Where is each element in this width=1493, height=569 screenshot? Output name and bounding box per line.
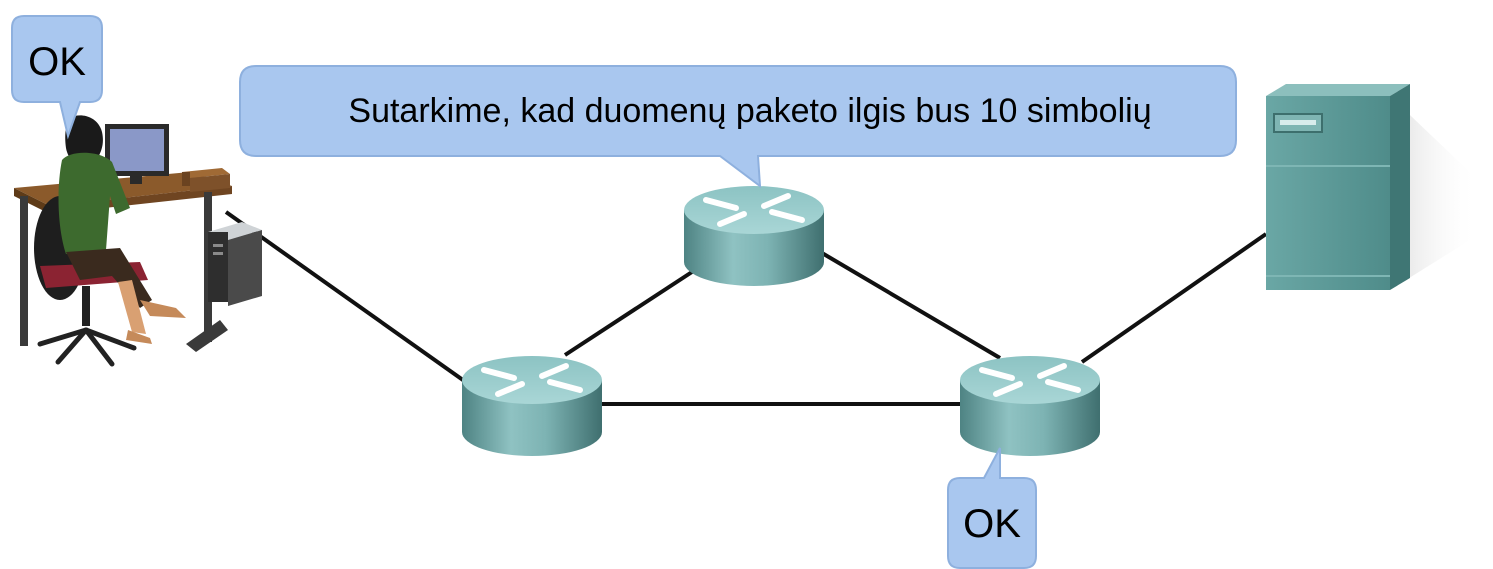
server-icon xyxy=(1266,84,1478,290)
workstation-user-icon xyxy=(14,115,262,367)
router-ok-bubble: OK xyxy=(947,447,1037,569)
network-links xyxy=(224,210,1268,406)
router-icon xyxy=(684,186,824,286)
link-router-right-server xyxy=(1080,232,1268,364)
workstation-ok-text: OK xyxy=(28,40,86,84)
message-bubble: Sutarkime, kad duomenų paketo ilgis bus … xyxy=(239,65,1237,189)
router-icon xyxy=(960,356,1100,456)
workstation-ok-bubble: OK xyxy=(11,15,103,140)
router-ok-text: OK xyxy=(963,502,1021,546)
link-workstation-router-left xyxy=(224,210,472,387)
link-router-top-router-right xyxy=(820,251,1002,360)
router-icon xyxy=(462,356,602,456)
message-bubble-text: Sutarkime, kad duomenų paketo ilgis bus … xyxy=(348,92,1151,130)
link-router-left-router-top xyxy=(563,268,697,357)
